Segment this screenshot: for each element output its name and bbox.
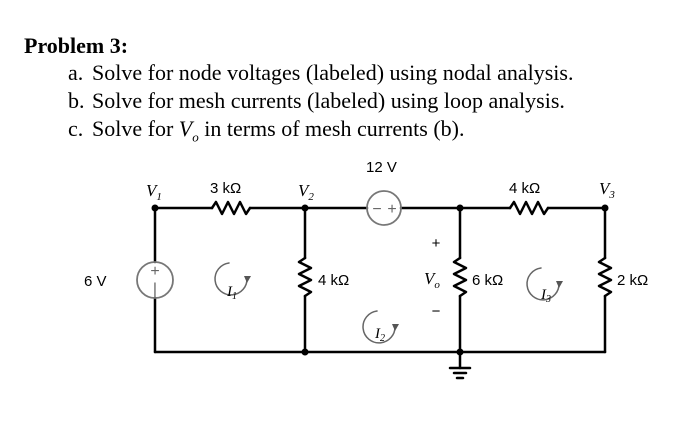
question-a-text: Solve for node voltages (labeled) using … — [92, 60, 574, 85]
question-c-text-after: in terms of mesh currents (b). — [198, 116, 465, 141]
resistor-2k — [597, 256, 613, 298]
resistor-4k-top — [508, 200, 550, 216]
node-v2-label: V2 — [298, 181, 314, 203]
label-4k-mid: 4 kΩ — [318, 272, 349, 289]
node-top-dot — [456, 204, 464, 212]
question-b-label: b. — [68, 88, 85, 113]
question-c: c. Solve for Vo in terms of mesh currents… — [68, 116, 464, 145]
question-a-label: a. — [68, 60, 84, 85]
vo-plus-sign: + — [432, 235, 441, 252]
mesh-i2-label: I2 — [374, 326, 385, 344]
label-12v: 12 V — [366, 159, 397, 176]
node-vo-label: Vo — [424, 269, 440, 291]
node-v3-dot — [601, 204, 609, 212]
question-c-vo: Vo — [178, 116, 199, 145]
source-12v-minus: − — [372, 201, 381, 218]
resistor-3k — [210, 200, 252, 216]
mesh-i3-label: I3 — [540, 287, 551, 305]
mesh-i1-label: I1 — [226, 284, 237, 302]
source-6v-icon — [136, 261, 174, 299]
node-v2-dot — [301, 204, 309, 212]
mesh-i1-arrow-icon — [214, 262, 248, 296]
resistor-6k — [452, 256, 468, 298]
mesh-i2-arrow-icon — [362, 310, 396, 344]
question-c-text-before: Solve for — [92, 116, 179, 141]
label-4k-top: 4 kΩ — [509, 180, 540, 197]
resistor-4k-mid — [297, 256, 313, 298]
label-2k: 2 kΩ — [617, 272, 648, 289]
node-v3-label: V3 — [599, 179, 615, 201]
question-c-label: c. — [68, 116, 84, 141]
question-b: b. Solve for mesh currents (labeled) usin… — [68, 88, 565, 114]
source-6v-plus: + — [150, 263, 159, 280]
source-12v-icon — [366, 190, 402, 226]
source-12v-plus: + — [387, 201, 396, 218]
mesh-i3-arrow-icon — [526, 267, 560, 301]
vo-minus-sign: − — [432, 303, 441, 320]
question-a: a. Solve for node voltages (labeled) usin… — [68, 60, 573, 86]
label-6v: 6 V — [84, 273, 107, 290]
node-v1-dot — [151, 204, 159, 212]
label-6k: 6 kΩ — [472, 272, 503, 289]
problem-title: Problem 3: — [24, 33, 129, 58]
question-b-text: Solve for mesh currents (labeled) using … — [92, 88, 565, 113]
label-3k: 3 kΩ — [210, 180, 241, 197]
source-6v-minus: | — [153, 281, 157, 298]
node-v1-label: V1 — [146, 181, 162, 203]
